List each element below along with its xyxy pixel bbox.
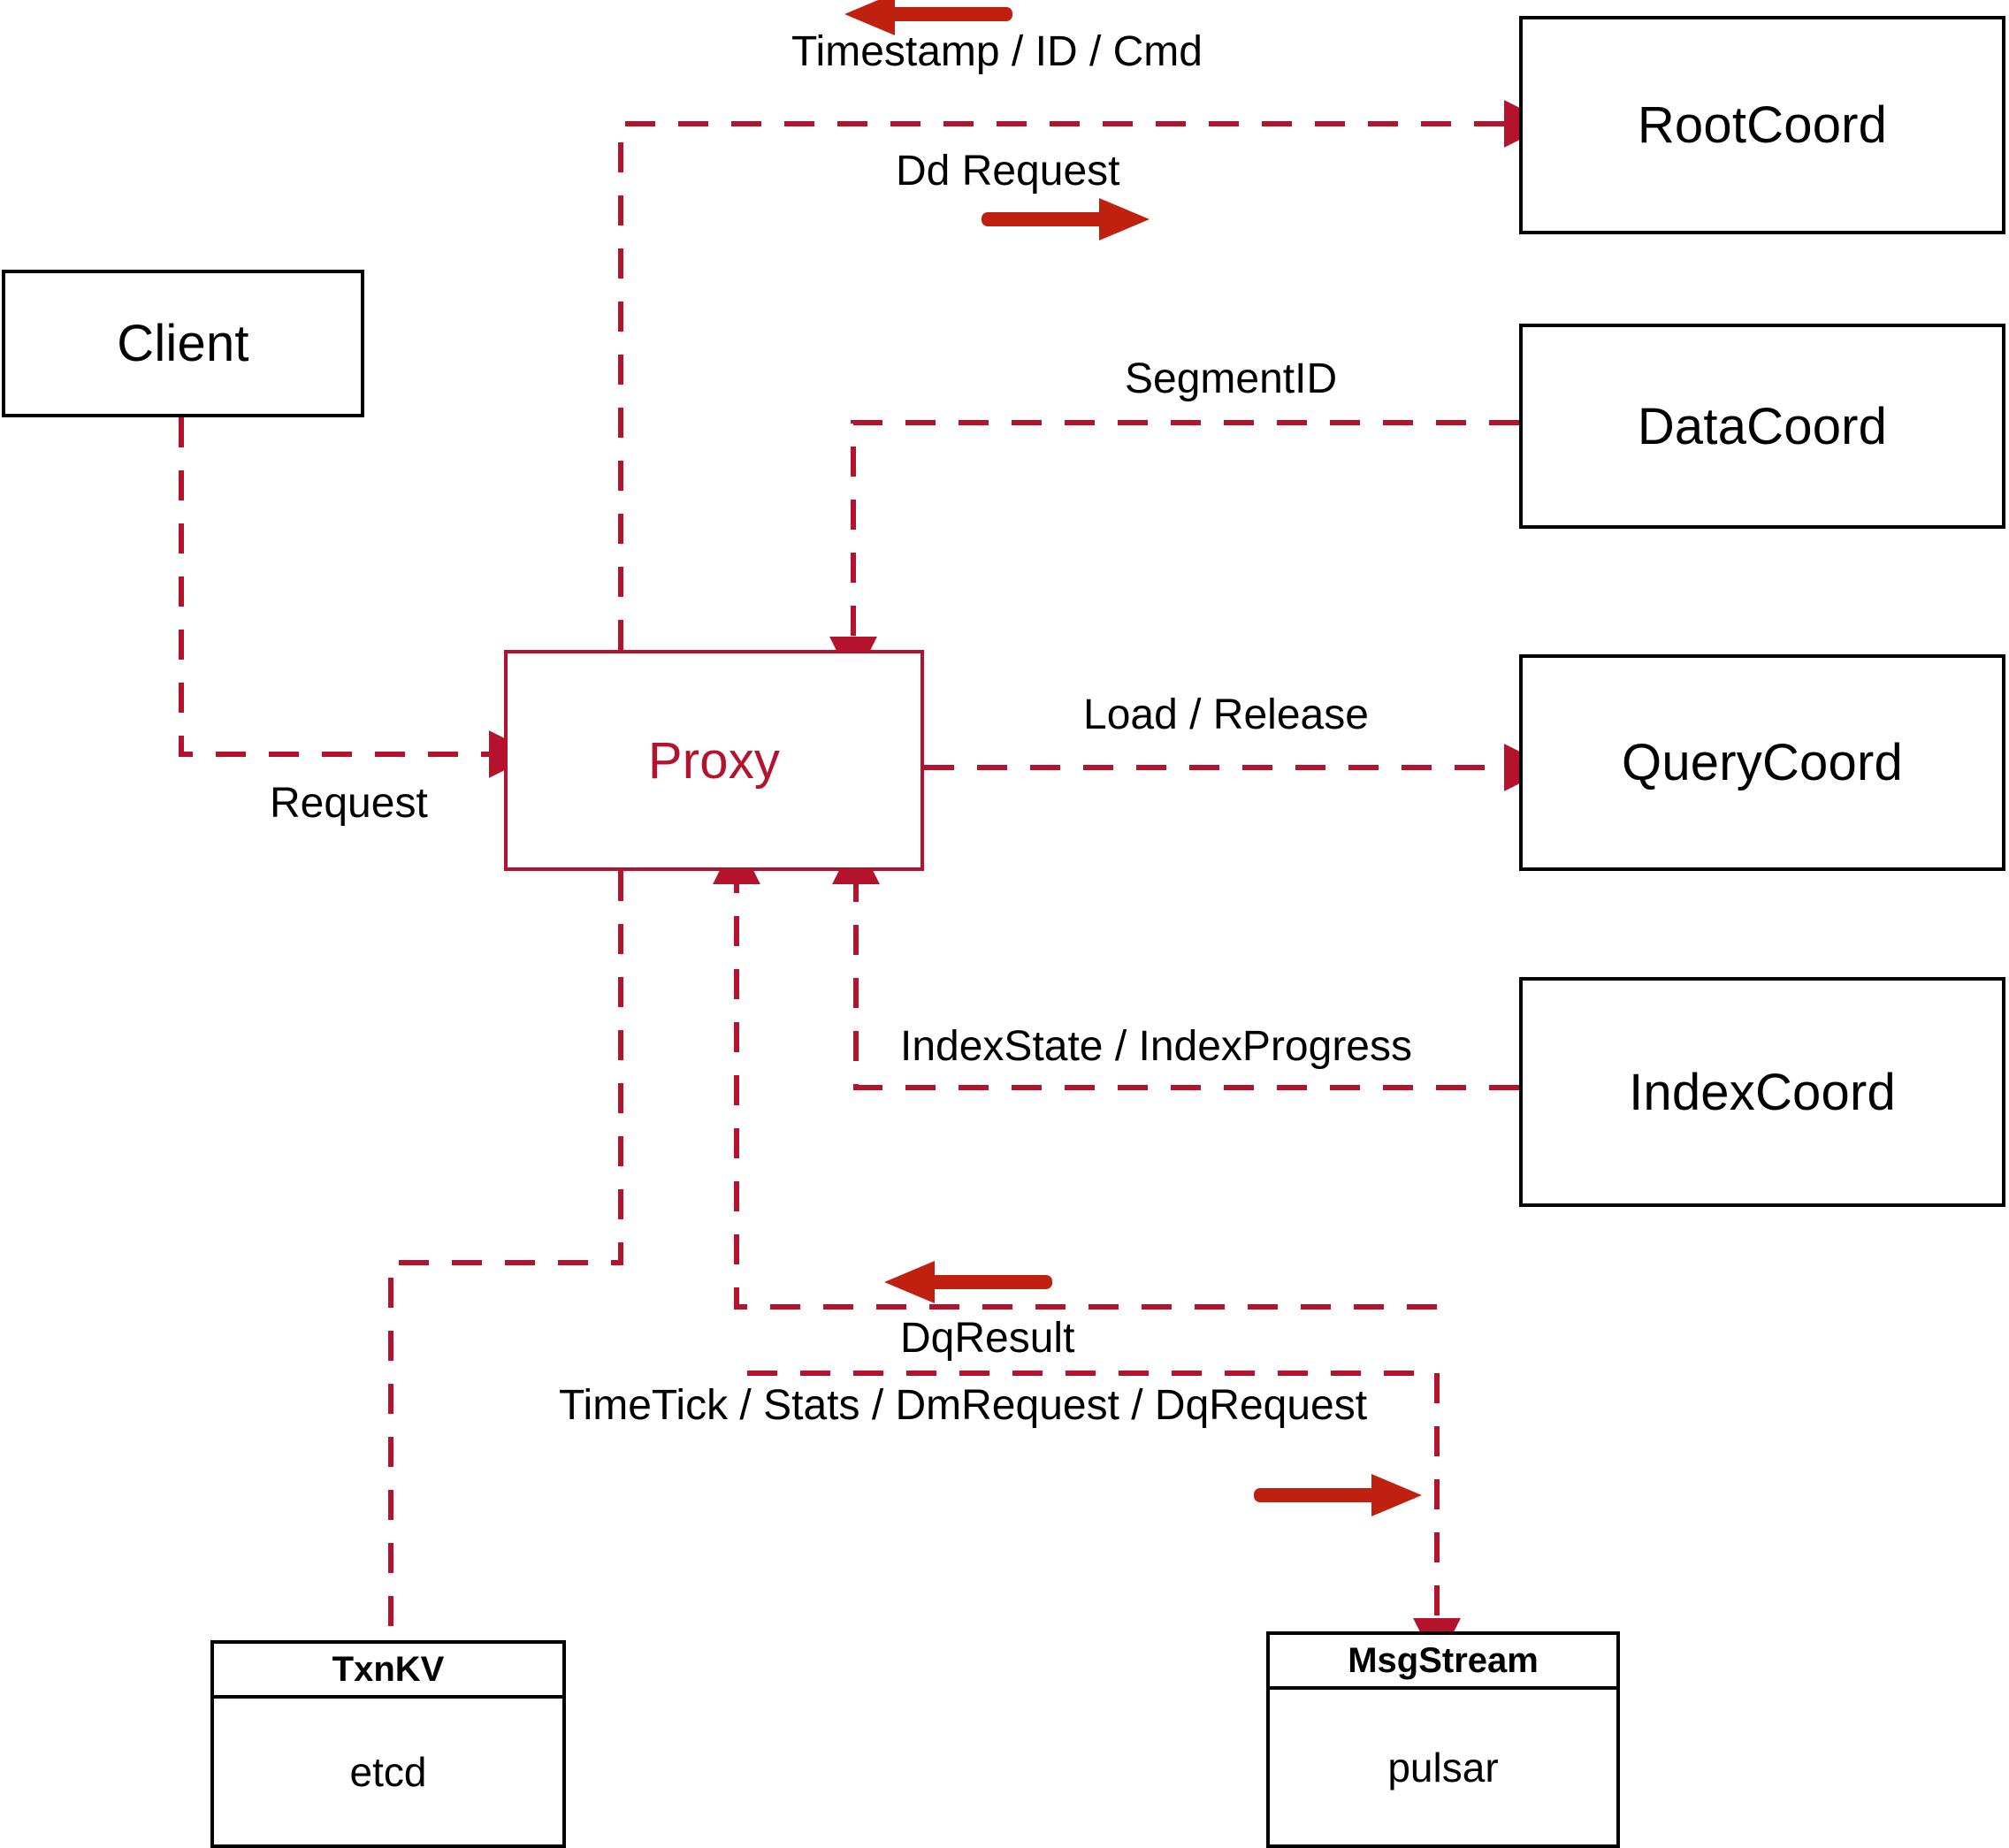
node-proxy[interactable]: Proxy <box>504 650 924 871</box>
node-client[interactable]: Client <box>2 270 364 417</box>
edge-label-request: Request <box>270 780 428 827</box>
edge-label-indexstate-indexprogress: IndexState / IndexProgress <box>900 1023 1412 1070</box>
edge-label-timetick-stats: TimeTick / Stats / DmRequest / DqRequest <box>559 1382 1368 1429</box>
connector-client-proxy <box>179 417 537 778</box>
direction-arrow-timetick <box>1254 1474 1422 1516</box>
direction-arrow-timestamp <box>844 0 1012 35</box>
connector-proxy-rootcoord <box>618 100 1552 650</box>
edge-label-dqresult: DqResult <box>900 1315 1075 1362</box>
node-datacoord[interactable]: DataCoord <box>1519 324 2005 529</box>
node-querycoord[interactable]: QueryCoord <box>1519 654 2005 871</box>
edge-label-dd-request: Dd Request <box>896 148 1120 195</box>
edge-label-load-release: Load / Release <box>1083 691 1369 738</box>
node-querycoord-label: QueryCoord <box>1622 734 1903 791</box>
direction-arrow-dqresult <box>884 1261 1052 1303</box>
node-proxy-label: Proxy <box>647 731 781 790</box>
store-txnkv-body: etcd <box>349 1748 427 1795</box>
direction-arrow-dd-request <box>982 198 1150 241</box>
store-msgstream[interactable]: MsgStream pulsar <box>1266 1631 1620 1848</box>
node-rootcoord[interactable]: RootCoord <box>1519 16 2005 234</box>
connector-msgstream-proxy <box>713 836 1437 1310</box>
connector-proxy-msgstream <box>747 1371 1461 1666</box>
store-txnkv-header: TxnKV <box>214 1644 562 1699</box>
node-rootcoord-label: RootCoord <box>1637 96 1888 154</box>
node-datacoord-label: DataCoord <box>1637 397 1888 455</box>
store-txnkv[interactable]: TxnKV etcd <box>210 1640 566 1848</box>
node-indexcoord-label: IndexCoord <box>1629 1063 1896 1121</box>
node-indexcoord[interactable]: IndexCoord <box>1519 977 2005 1207</box>
store-msgstream-body: pulsar <box>1387 1744 1499 1791</box>
connector-datacoord-proxy <box>829 420 1519 684</box>
direction-arrow-group <box>844 0 1422 1516</box>
edge-label-segmentid: SegmentID <box>1125 355 1338 402</box>
node-client-label: Client <box>117 315 249 372</box>
connector-proxy-txnkv <box>388 871 623 1640</box>
edge-label-timestamp-id-cmd: Timestamp / ID / Cmd <box>791 28 1203 75</box>
store-msgstream-header: MsgStream <box>1270 1635 1616 1690</box>
connector-indexcoord-proxy <box>832 836 1519 1090</box>
